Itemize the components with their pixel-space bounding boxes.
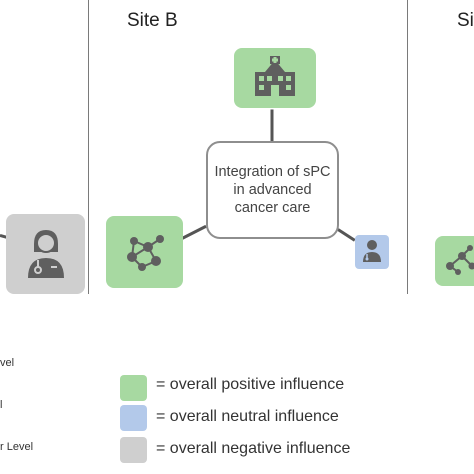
doctor-node [355,235,389,269]
connector-hospital [270,109,274,143]
connector-network [181,224,207,240]
legend-label-negative: = overall negative influence [156,440,351,457]
legend-swatch-positive [120,375,147,401]
doctor-icon [361,238,383,267]
network-node-site-c [435,236,474,286]
doctor-node-site-a [6,214,85,294]
left-level-label-2: l [0,399,3,411]
legend-label-positive: = overall positive influence [156,376,345,393]
divider-right [407,0,408,294]
hospital-icon [251,54,299,103]
left-level-label-1: vel [0,357,15,369]
site-c-title: Si [457,10,474,31]
hospital-node [234,48,316,108]
network-node [106,216,183,288]
divider-left [88,0,89,294]
legend-label-neutral: = overall neutral influence [156,408,339,425]
connector-doctor [337,228,356,242]
site-b-title: Site B [127,10,178,31]
central-concept-label: Integration of sPC in advanced cancer ca… [214,164,331,216]
central-concept: Integration of sPC in advanced cancer ca… [206,141,339,239]
legend-swatch-neutral [120,405,147,431]
network-icon [120,227,170,278]
doctor-icon [24,226,68,283]
network-icon [442,242,474,281]
left-level-label-3: r Level [0,441,34,453]
legend-swatch-negative [120,437,147,463]
